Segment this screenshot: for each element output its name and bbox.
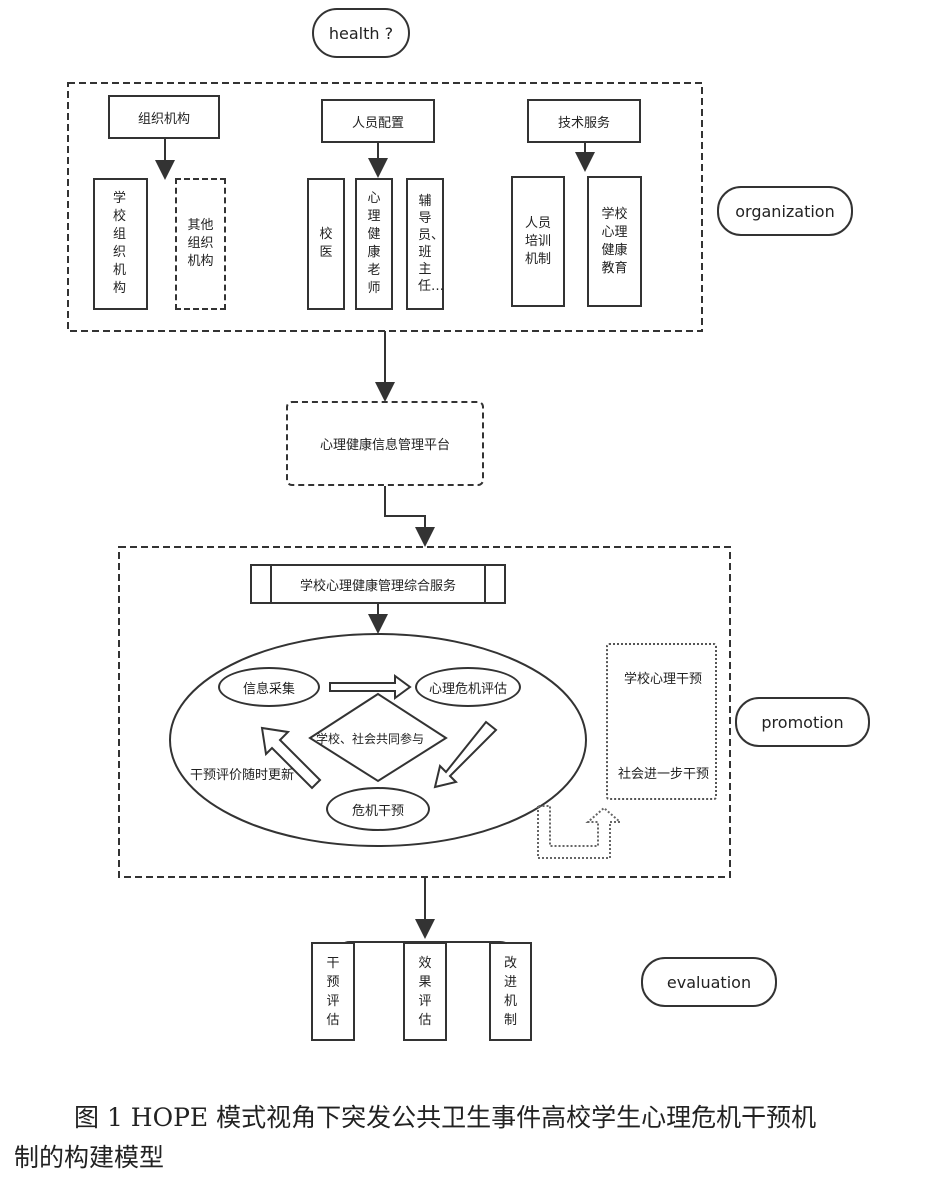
hollow-arrow-down-left	[433, 720, 498, 789]
caption-line-2: 制的构建模型	[14, 1143, 165, 1172]
info-platform-box: 心理健康信息管理平台	[286, 401, 484, 486]
node-crisis-assess: 心理危机评估	[415, 667, 521, 707]
eval-item-effect: 效果评估	[403, 942, 447, 1041]
evaluation-pill: evaluation	[641, 957, 777, 1007]
side-box-school-label: 学校心理干预	[624, 672, 703, 687]
intervention-side-box	[606, 643, 717, 800]
arrow-platform-to-promotion	[384, 486, 435, 547]
node-info-collect: 信息采集	[218, 667, 320, 707]
hollow-arrow-up-left	[260, 726, 322, 790]
health-pill: health ?	[312, 8, 410, 58]
caption-line-1: 图 1 HOPE 模式视角下突发公共卫生事件高校学生心理危机干预机	[74, 1103, 817, 1132]
staff-item-psych-teacher: 心理健康老师	[355, 178, 393, 310]
hollow-arrow-right	[329, 674, 412, 700]
org-item-other-org: 其他组织机构	[175, 178, 226, 310]
tech-item-education: 学校心理健康教育	[587, 176, 642, 307]
promotion-pill: promotion	[735, 697, 870, 747]
side-box-society-label: 社会进一步干预	[618, 767, 710, 782]
update-note-label: 干预评价随时更新	[190, 768, 295, 783]
dotted-u-arrow	[537, 805, 623, 859]
figure-caption: 图 1 HOPE 模式视角下突发公共卫生事件高校学生心理危机干预机 制的构建模型	[14, 1098, 944, 1178]
service-header-right-bar	[484, 566, 486, 602]
service-header-box: 学校心理健康管理综合服务	[250, 564, 506, 604]
organization-pill: organization	[717, 186, 853, 236]
staff-item-counselor: 辅导员、班主任…	[406, 178, 444, 310]
org-header-staffing: 人员配置	[321, 99, 435, 143]
org-header-structure: 组织机构	[108, 95, 220, 139]
tech-item-training: 人员培训机制	[511, 176, 565, 307]
org-header-tech-service: 技术服务	[527, 99, 641, 143]
org-item-school-org: 学校组织机构	[93, 178, 148, 310]
center-diamond	[308, 692, 448, 783]
node-crisis-intervene: 危机干预	[326, 787, 430, 831]
center-diamond-label: 学校、社会共同参与	[316, 732, 425, 746]
eval-item-improve: 改进机制	[489, 942, 532, 1041]
eval-item-intervention: 干预评估	[311, 942, 355, 1041]
service-header-left-bar	[270, 566, 272, 602]
staff-item-doctor: 校医	[307, 178, 345, 310]
